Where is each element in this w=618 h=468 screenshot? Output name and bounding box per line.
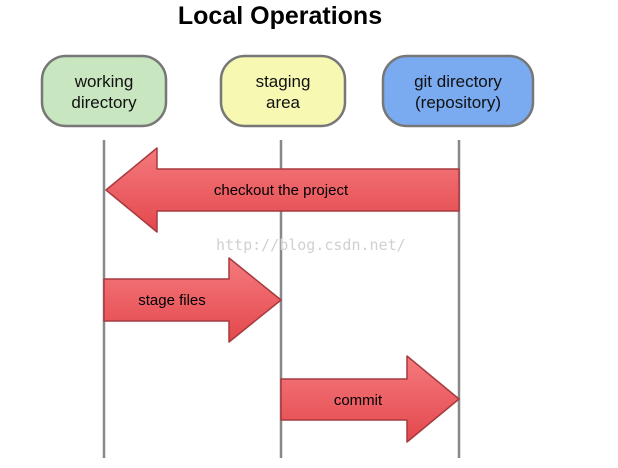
arrow-stage-shape: [103, 257, 282, 343]
node-working-shape: [40, 54, 168, 128]
arrow-checkout: checkout the project: [105, 147, 460, 233]
node-working-label-2: directory: [71, 93, 137, 112]
node-staging-label-2: area: [266, 93, 301, 112]
watermark-text: http://blog.csdn.net/: [216, 236, 406, 254]
arrow-commit-shape: [280, 355, 460, 443]
node-working-label-1: working: [74, 72, 134, 91]
node-staging: staging area: [219, 54, 347, 128]
node-git-label-2: (repository): [415, 93, 501, 112]
node-git-shape: [381, 54, 535, 128]
arrow-checkout-label: checkout the project: [214, 182, 349, 199]
node-staging-shape: [219, 54, 347, 128]
node-git: git directory (repository): [381, 54, 535, 128]
arrow-commit-label: commit: [334, 392, 383, 409]
arrow-stage-label: stage files: [138, 292, 206, 309]
arrow-stage: stage files: [103, 257, 282, 343]
node-working: working directory: [40, 54, 168, 128]
diagram-title: Local Operations: [177, 2, 383, 30]
arrow-commit: commit: [280, 355, 460, 443]
node-staging-label-1: staging: [256, 72, 311, 91]
arrow-checkout-shape: [105, 147, 460, 233]
node-git-label-1: git directory: [414, 72, 502, 91]
